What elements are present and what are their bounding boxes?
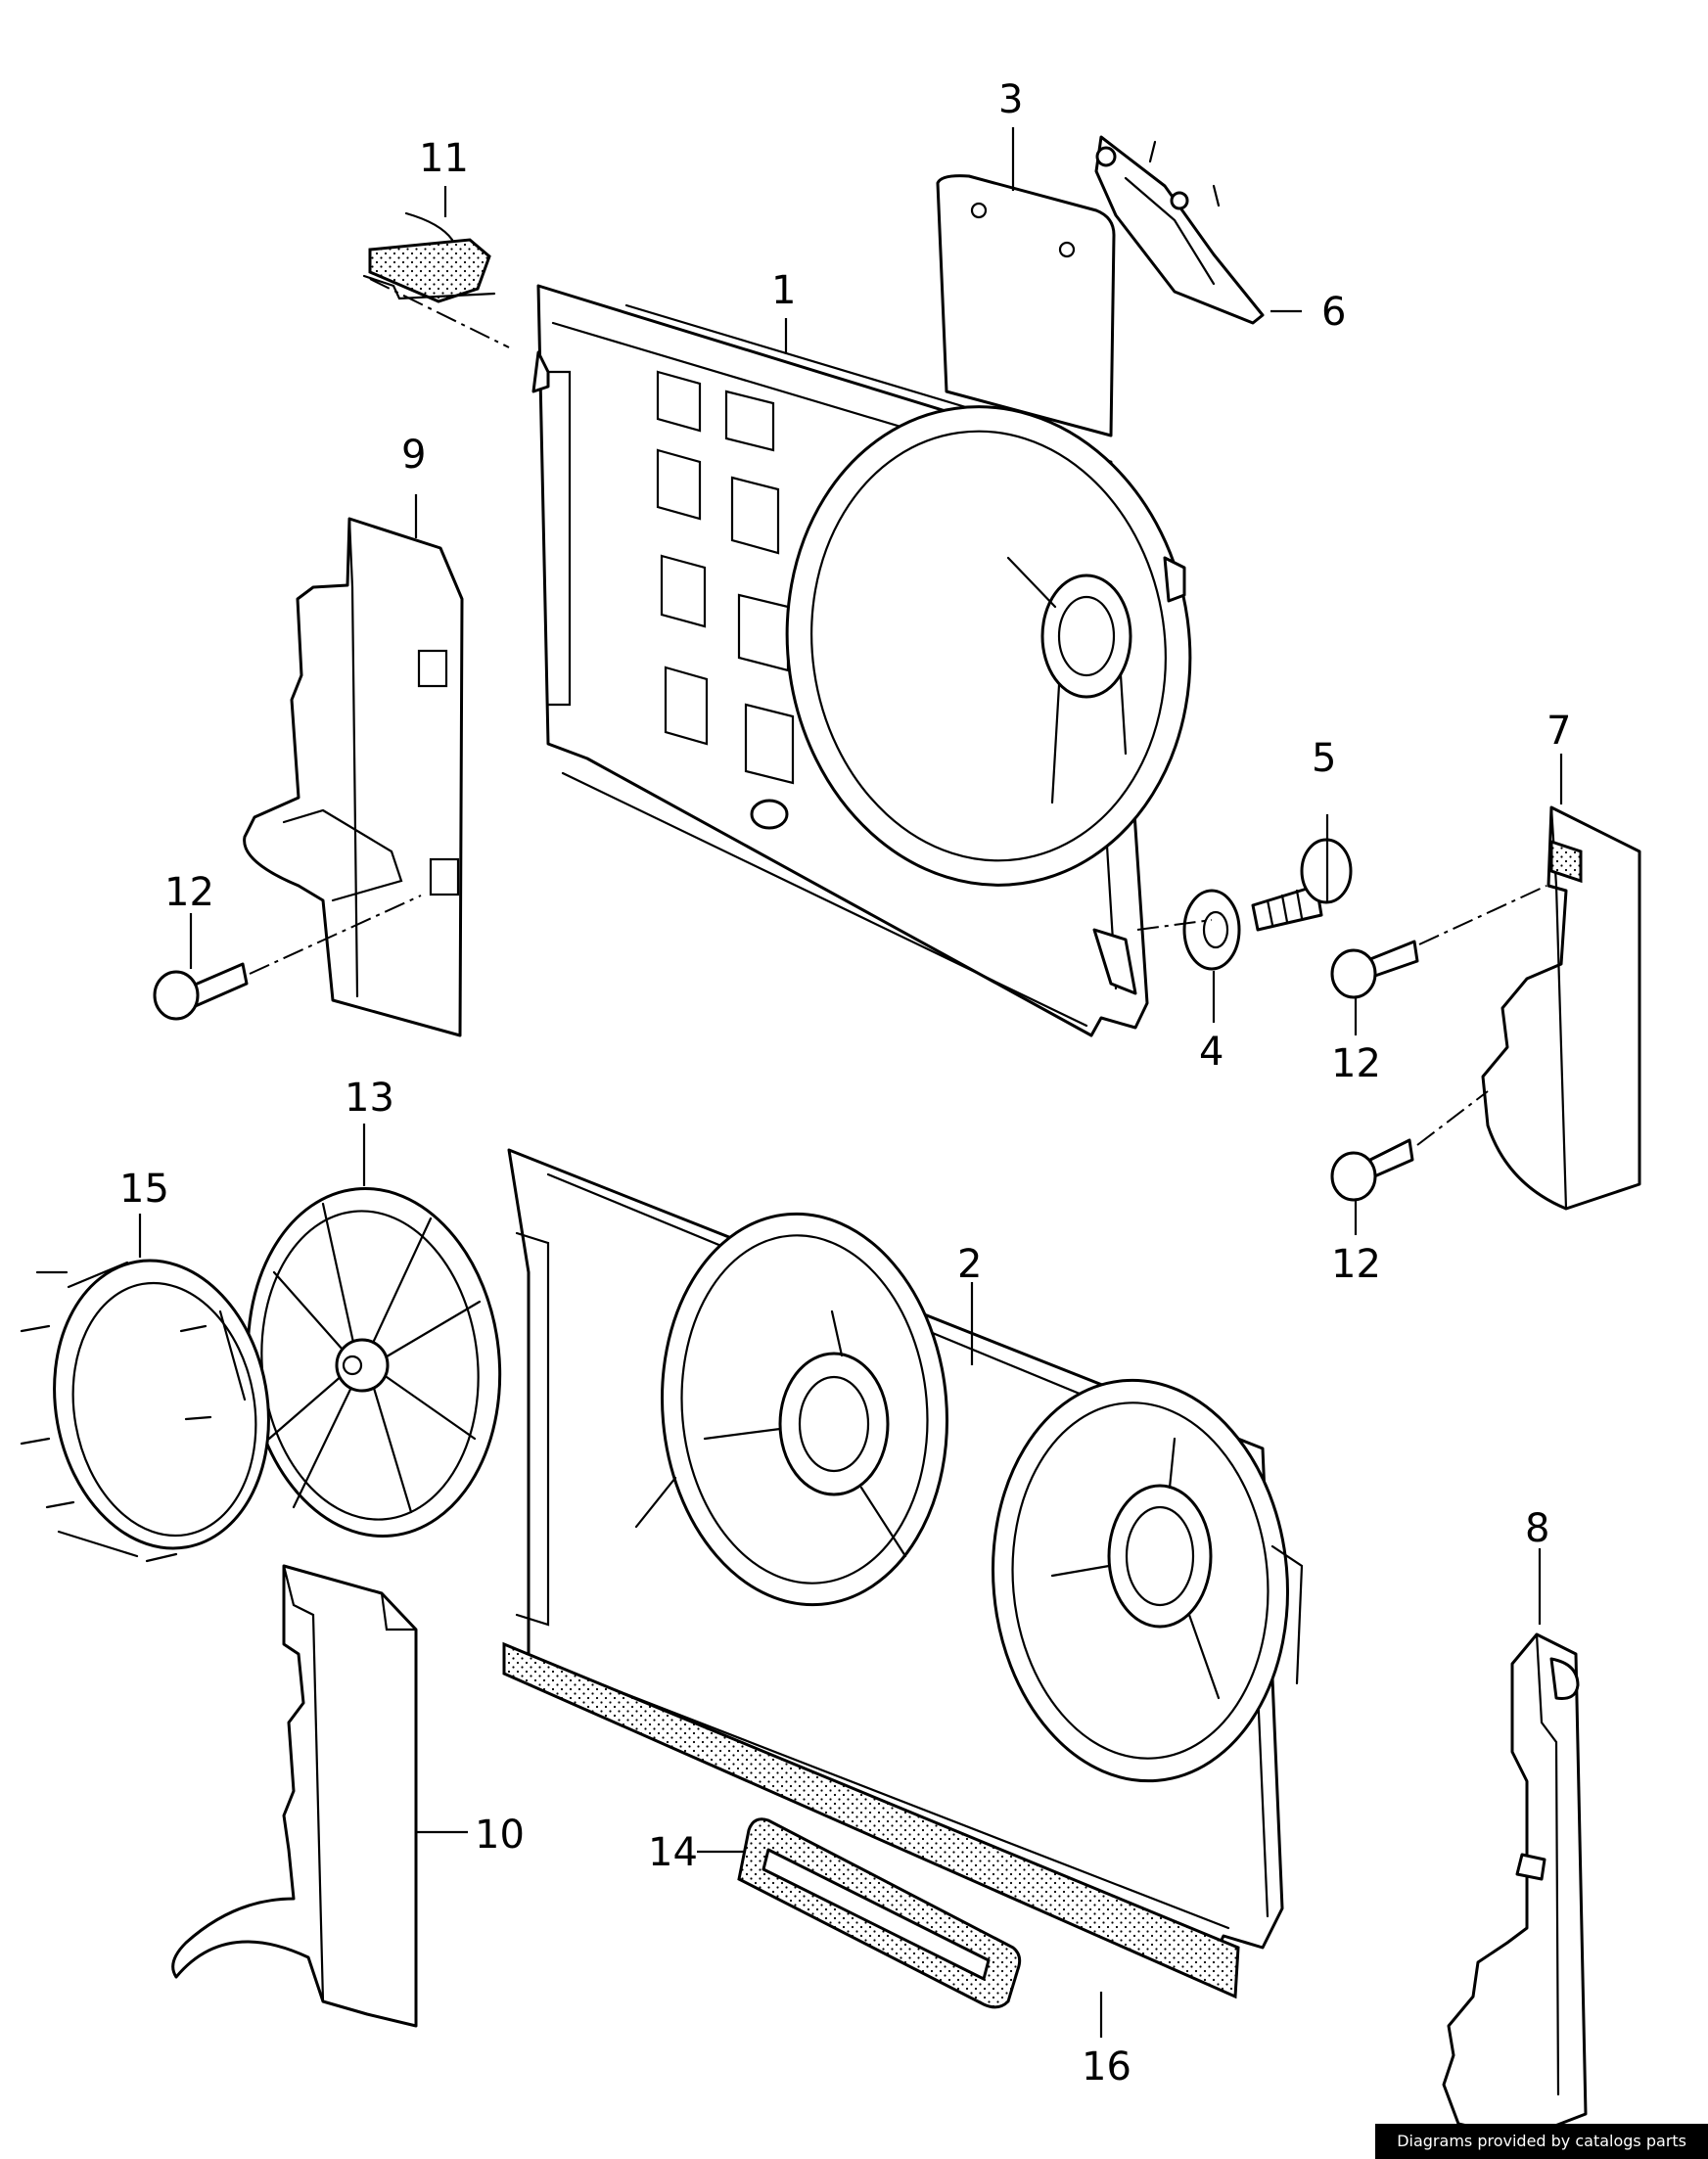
callout-15: 15 — [119, 1167, 169, 1212]
part-12-screw-left — [153, 962, 249, 1021]
callout-9: 9 — [401, 433, 426, 478]
callout-5: 5 — [1312, 736, 1336, 781]
part-7-air-guide — [1481, 805, 1641, 1211]
part-3-plate — [936, 174, 1116, 437]
callout-12: 12 — [164, 870, 214, 915]
shroud-1-grille — [656, 370, 795, 785]
part-1-upper-fan-shroud — [531, 284, 1192, 1037]
part-5-bolt — [1251, 838, 1353, 932]
leader-lines — [138, 127, 1563, 2038]
callout-12: 12 — [1331, 1242, 1381, 1287]
callout-6: 6 — [1321, 290, 1346, 335]
callout-16: 16 — [1082, 2044, 1131, 2090]
part-12-screw-right-lower — [1330, 1138, 1414, 1202]
part-2-lower-fan-shroud — [507, 1148, 1304, 1954]
callout-10: 10 — [475, 1813, 525, 1858]
callout-4: 4 — [1199, 1030, 1223, 1075]
part-6-bracket — [1094, 135, 1265, 325]
part-8-air-guide — [1442, 1632, 1588, 2140]
callout-3: 3 — [998, 77, 1023, 122]
callout-1: 1 — [771, 268, 796, 313]
callout-8: 8 — [1525, 1506, 1549, 1551]
part-13-fan — [246, 1186, 502, 1539]
callout-14: 14 — [648, 1830, 698, 1875]
fan-13-blades — [267, 1202, 482, 1514]
part-16-foam-strip — [502, 1641, 1240, 1999]
alignment-lines — [249, 278, 1547, 1146]
callout-12: 12 — [1331, 1041, 1381, 1086]
part-4-grommet — [1182, 889, 1241, 971]
callout-7: 7 — [1546, 709, 1571, 754]
credit-banner: Diagrams provided by catalogs parts — [1375, 2124, 1708, 2159]
part-9-air-guide — [243, 517, 464, 1037]
part-12-screw-right-upper — [1330, 940, 1419, 999]
callout-11: 11 — [419, 136, 469, 181]
part-14-gasket — [737, 1817, 1022, 2009]
callout-13: 13 — [345, 1076, 394, 1121]
part-10-air-guide — [171, 1564, 418, 2028]
callout-labels: 1 2 3 4 5 6 7 8 9 10 11 12 12 12 12 13 1… — [119, 77, 1571, 2090]
part-11-seal-strip — [362, 211, 496, 303]
part-15-fan-ring — [20, 1259, 270, 1563]
callout-2: 2 — [957, 1242, 982, 1287]
